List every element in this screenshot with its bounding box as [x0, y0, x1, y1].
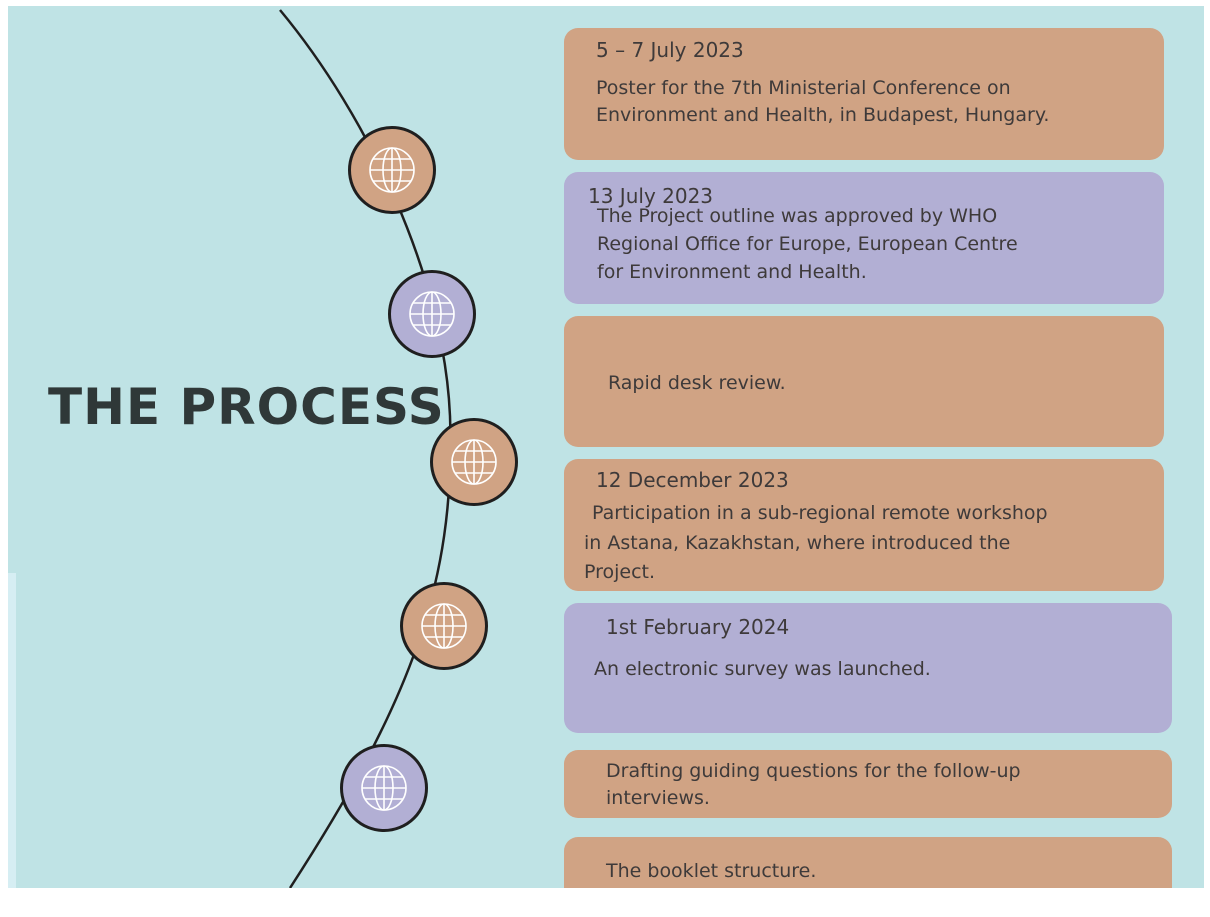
timeline-node-5	[340, 744, 428, 832]
event-text-line: The booklet structure.	[606, 860, 817, 882]
event-text-line: The Project outline was approved by WHO	[597, 205, 998, 227]
timeline-card-4: 12 December 2023 Participation in a sub-…	[564, 459, 1164, 591]
event-text-line: An electronic survey was launched.	[594, 658, 931, 680]
globe-icon	[369, 147, 415, 193]
event-text-line: interviews.	[606, 787, 710, 809]
timeline-node-1	[348, 126, 436, 214]
event-date: 1st February 2024	[606, 615, 790, 639]
event-text-line: Drafting guiding questions for the follo…	[606, 760, 1021, 782]
event-text-line: Regional Office for Europe, European Cen…	[597, 233, 1018, 255]
timeline-card-2: 13 July 2023 The Project outline was app…	[564, 172, 1164, 304]
globe-icon	[409, 291, 455, 337]
timeline-card-7: The booklet structure.	[564, 837, 1172, 888]
timeline-arc	[279, 9, 452, 888]
left-accent-strip	[8, 573, 16, 888]
globe-icon	[361, 765, 407, 811]
timeline-node-3	[430, 418, 518, 506]
timeline-card-5: 1st February 2024 An electronic survey w…	[564, 603, 1172, 733]
event-text-line: Project.	[584, 561, 656, 583]
process-slide: THE PROCESS	[8, 6, 1204, 888]
event-text-line: Rapid desk review.	[608, 372, 786, 394]
timeline-card-6: Drafting guiding questions for the follo…	[564, 750, 1172, 818]
event-date: 12 December 2023	[596, 468, 789, 492]
event-text-line: Environment and Health, in Budapest, Hun…	[596, 104, 1050, 126]
timeline-card-3: Rapid desk review.	[564, 316, 1164, 447]
event-date: 5 – 7 July 2023	[596, 38, 744, 62]
timeline-card-1: 5 – 7 July 2023 Poster for the 7th Minis…	[564, 28, 1164, 160]
page-title: THE PROCESS	[48, 378, 445, 436]
event-text-line: for Environment and Health.	[597, 261, 867, 283]
event-text-line: Poster for the 7th Ministerial Conferenc…	[596, 77, 1011, 99]
event-text-line: in Astana, Kazakhstan, where introduced …	[584, 532, 1011, 554]
timeline-node-4	[400, 582, 488, 670]
globe-icon	[451, 439, 497, 485]
event-date: 13 July 2023	[588, 184, 714, 208]
timeline-node-2	[388, 270, 476, 358]
globe-icon	[421, 603, 467, 649]
event-text-line: Participation in a sub-regional remote w…	[592, 502, 1048, 524]
